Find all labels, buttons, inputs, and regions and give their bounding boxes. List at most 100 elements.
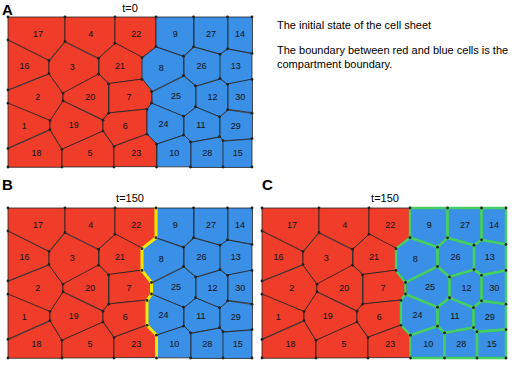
vertex-dot: [473, 244, 476, 247]
vertex-dot: [222, 166, 225, 169]
cell-number: 17: [33, 30, 43, 39]
cell-number: 10: [169, 149, 179, 158]
vertex-dot: [7, 357, 10, 360]
cell: 29: [220, 301, 253, 332]
cell: 29: [220, 110, 253, 141]
cell: 21: [99, 234, 143, 275]
vertex-dot: [114, 42, 117, 45]
vertex-dot: [182, 265, 185, 268]
cell-number: 30: [235, 283, 245, 292]
vertex-dot: [222, 330, 225, 333]
cell-number: 5: [87, 148, 92, 157]
cell-outline: [114, 134, 157, 167]
vertex-dot: [219, 77, 222, 80]
vertex-dot: [251, 207, 254, 210]
vertex-dot: [64, 207, 67, 210]
vertex-dot: [49, 128, 52, 131]
cell: 28: [191, 137, 224, 167]
cell: 5: [316, 322, 368, 358]
vertex-dot: [251, 303, 254, 306]
time-label: t=150: [116, 192, 144, 206]
cell-number: 11: [450, 312, 459, 321]
vertex-dot: [146, 133, 149, 136]
cell: 15: [223, 330, 252, 358]
vertex-dot: [114, 233, 117, 236]
cell-number: 18: [32, 339, 42, 348]
vertex-dot: [505, 328, 508, 331]
cell-number: 16: [19, 252, 29, 261]
compartment-boundary: [141, 249, 144, 271]
vertex-dot: [404, 281, 407, 284]
vertex-dot: [303, 319, 306, 322]
vertex-dot: [443, 332, 446, 335]
vertex-dot: [261, 293, 264, 296]
cell-number: 20: [85, 93, 95, 102]
vertex-dot: [446, 207, 449, 210]
vertex-dot: [476, 330, 479, 333]
cell-outline: [228, 17, 253, 53]
cell-number: 24: [413, 311, 423, 320]
cell-number: 21: [369, 252, 379, 261]
vertex-dot: [222, 357, 225, 360]
vertex-dot: [315, 339, 318, 342]
cell: 10: [157, 135, 191, 167]
vertex-dot: [113, 166, 116, 169]
cell-outline: [220, 301, 253, 332]
vertex-dot: [226, 299, 229, 302]
panel-letter: C: [262, 176, 273, 195]
vertex-dot: [155, 45, 158, 48]
tension-edge: [477, 330, 506, 358]
cell-number: 14: [235, 221, 245, 230]
cell-number: 8: [159, 254, 164, 263]
cell: 10: [411, 326, 445, 358]
vertex-dot: [436, 246, 439, 249]
cell-number: 27: [460, 220, 470, 229]
cell: 28: [191, 328, 224, 358]
cell-number: 30: [489, 283, 499, 292]
cell-number: 9: [173, 221, 178, 230]
tension-edge: [410, 208, 448, 247]
vertex-dot: [155, 236, 158, 239]
cell-number: 1: [22, 121, 27, 130]
vertex-dot: [113, 336, 116, 339]
cell-outline: [262, 321, 316, 358]
vertex-dot: [251, 269, 254, 272]
vertex-dot: [302, 263, 305, 266]
vertex-dot: [261, 207, 264, 210]
vertex-dot: [7, 207, 10, 210]
vertex-dot: [155, 334, 158, 337]
vertex-dot: [480, 299, 483, 302]
vertex-dot: [315, 357, 318, 360]
cell: 15: [223, 139, 252, 167]
vertex-dot: [356, 310, 359, 313]
cell-number: 9: [427, 221, 432, 230]
cell: 11: [184, 298, 220, 333]
cell-outline: [223, 139, 252, 167]
vertex-dot: [226, 274, 229, 277]
vertex-dot: [155, 16, 158, 19]
vertex-dot: [150, 293, 153, 296]
cell-outline: [353, 234, 397, 275]
compartment-boundary: [147, 325, 157, 335]
vertex-dot: [61, 339, 64, 342]
cell-outline: [99, 43, 143, 84]
vertex-dot: [261, 338, 264, 341]
cell-number: 3: [324, 254, 329, 263]
vertex-dot: [226, 108, 229, 111]
cell: 21: [353, 234, 397, 275]
cell-number: 19: [69, 312, 79, 321]
vertex-dot: [102, 310, 105, 313]
cell-number: 28: [202, 340, 212, 349]
vertex-dot: [64, 16, 67, 19]
vertex-dot: [141, 247, 144, 250]
cell-number: 7: [380, 283, 385, 292]
cell-number: 12: [208, 284, 218, 293]
vertex-dot: [62, 283, 65, 286]
cell-number: 25: [171, 283, 181, 292]
vertex-dot: [219, 244, 222, 247]
vertex-dot: [102, 130, 105, 133]
vertex-dot: [505, 303, 508, 306]
cell-number: 6: [377, 313, 382, 322]
vertex-dot: [194, 105, 197, 108]
vertex-dot: [113, 145, 116, 148]
